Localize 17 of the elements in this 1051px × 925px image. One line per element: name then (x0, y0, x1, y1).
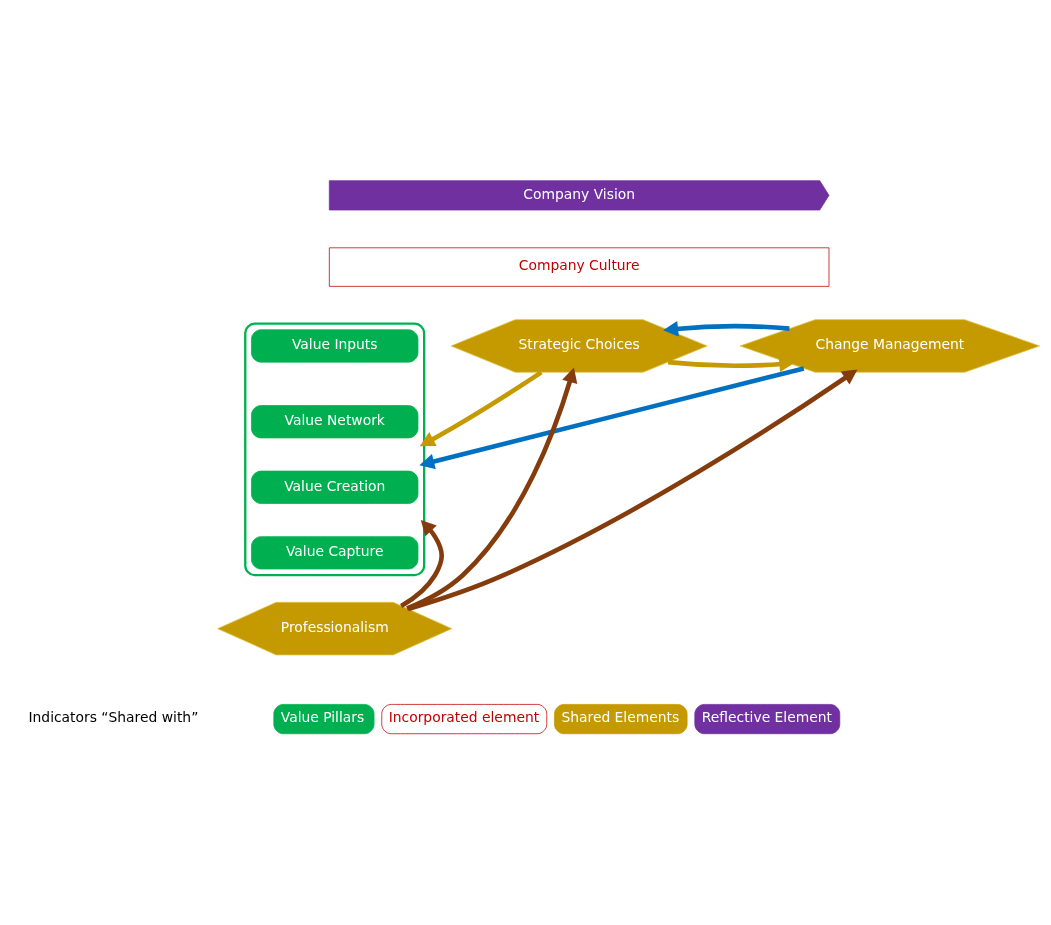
arrow (407, 368, 858, 611)
node-box: Value Network (251, 404, 419, 438)
legend-label: Incorporated element (388, 708, 540, 725)
node-box: Value Inputs (251, 328, 419, 363)
node-box: Value Creation (251, 470, 419, 504)
label: Indicators “Shared with” (28, 708, 199, 725)
legend-label: Value Pillars (280, 708, 365, 725)
arrow (400, 519, 444, 608)
node-box: Value Capture (251, 535, 419, 569)
legend-label: Reflective Element (701, 708, 832, 725)
arrow (419, 369, 543, 446)
node-box: Company Culture (328, 246, 830, 287)
legend-label: Shared Elements (561, 708, 680, 725)
arrow (406, 367, 578, 610)
arrow (663, 320, 790, 337)
cluster (244, 321, 426, 576)
arrow (419, 365, 805, 469)
